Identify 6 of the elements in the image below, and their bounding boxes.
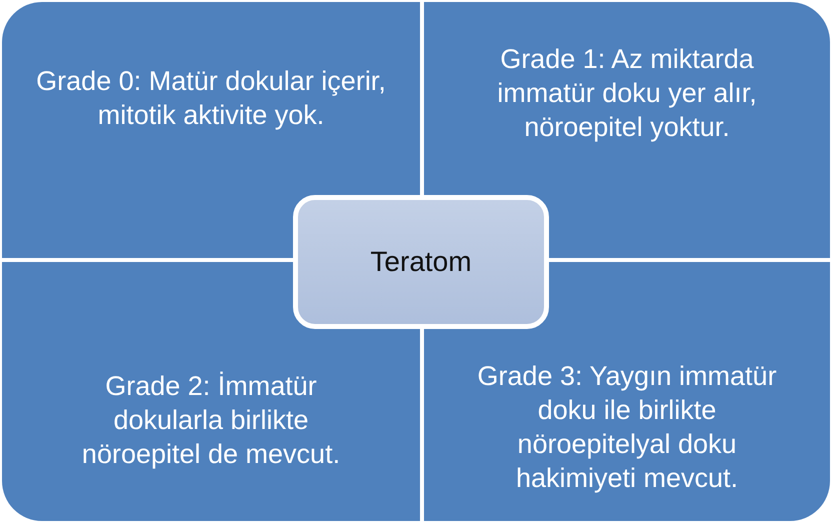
grade-description: Grade 0: Matür dokular içerir, mitotik aktivite yok. bbox=[35, 65, 387, 132]
center-title: Teratom bbox=[370, 246, 472, 278]
grade-description: Grade 1: Az miktarda immatür doku yer alır, nöroepitel yoktur. bbox=[496, 43, 758, 144]
grade-description: Grade 2: İmmatür dokularla birlikte nöroepitel de mevcut. bbox=[80, 370, 342, 471]
grade-description: Grade 3: Yaygın immatür doku ile birlikte nöroepitelyal doku hakimiyeti mevcut. bbox=[476, 360, 778, 495]
center-box bbox=[293, 195, 549, 329]
